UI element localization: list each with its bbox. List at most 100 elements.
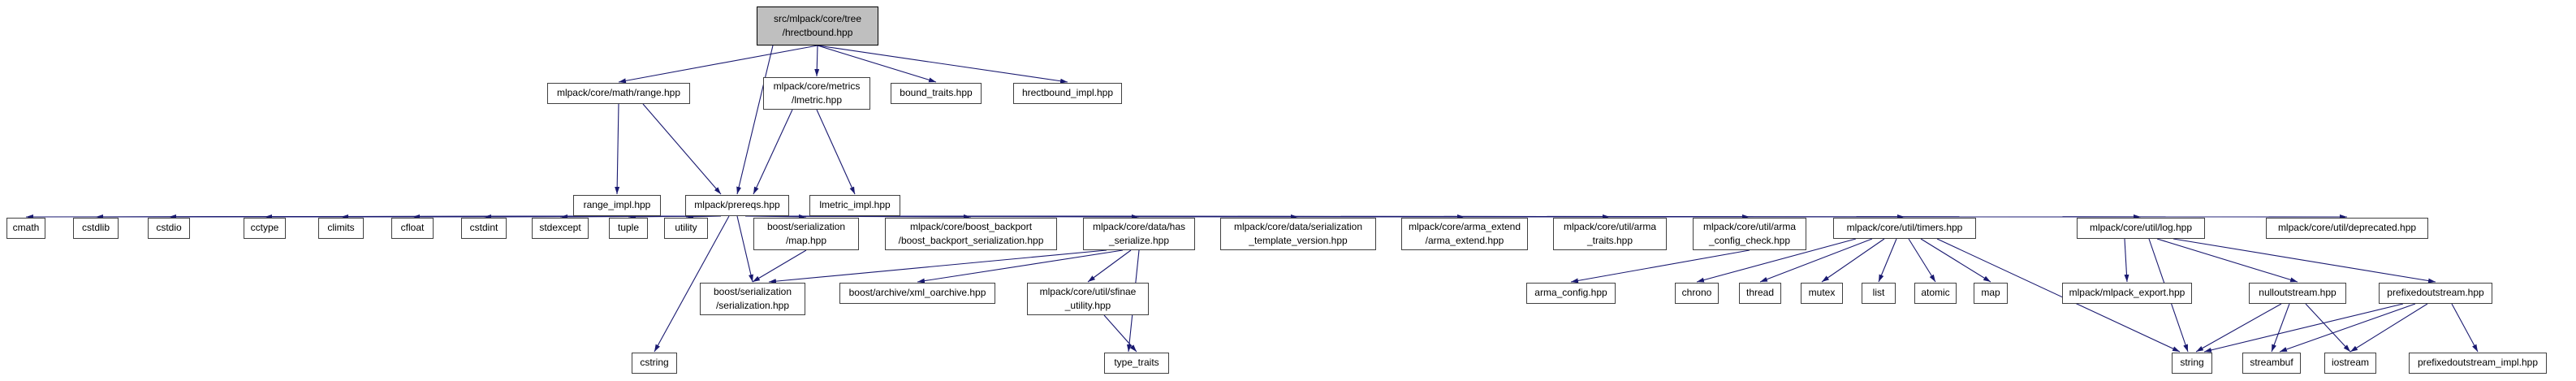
include-edge-timers-to-mutex [1821,238,1885,283]
graph-node-timers[interactable]: mlpack/core/util/timers.hpp [1833,218,1976,239]
graph-node-list: list [1862,283,1896,304]
graph-node-mlpack_export[interactable]: mlpack/mlpack_export.hpp [2062,283,2192,304]
graph-node-cstdio: cstdio [148,218,190,239]
node-label: hrectbound_impl.hpp [1021,87,1114,99]
include-edge-nulloutstream-to-iostream [2305,303,2351,353]
include-edge-hrectbound-to-bound_traits [817,45,937,83]
graph-node-cstdlib: cstdlib [73,218,119,239]
graph-node-has_serialize[interactable]: mlpack/core/data/has_serialize.hpp [1083,218,1195,250]
graph-node-tuple: tuple [609,218,648,239]
node-label: streambuf [2250,357,2293,369]
node-label: mlpack/core/arma_extend [1408,220,1521,232]
graph-node-prefixedoutstream_impl[interactable]: prefixedoutstream_impl.hpp [2409,353,2547,374]
node-label: _config_check.hpp [1708,235,1791,246]
node-label: cstring [640,357,669,369]
node-label: mlpack/mlpack_export.hpp [2069,287,2186,299]
graph-node-arma_config[interactable]: arma_config.hpp [1526,283,1616,304]
include-edge-range-to-range_impl [615,103,620,195]
graph-node-prefixedoutstream[interactable]: prefixedoutstream.hpp [2379,283,2492,304]
node-label: stdexcept [539,222,581,234]
node-label: mlpack/core/util/sfinae [1039,285,1137,297]
include-edge-prefixedoutstream-to-streambuf [2279,303,2416,353]
graph-node-arma_extend[interactable]: mlpack/core/arma_extend/arma_extend.hpp [1401,218,1528,250]
graph-node-prereqs[interactable]: mlpack/prereqs.hpp [685,195,789,216]
node-label: type_traits [1114,357,1159,369]
graph-node-ser_template[interactable]: mlpack/core/data/serialization_template_… [1220,218,1376,250]
graph-node-arma_traits[interactable]: mlpack/core/util/arma _traits.hpp [1553,218,1667,250]
graph-node-range[interactable]: mlpack/core/math/range.hpp [547,83,690,104]
include-edge-timers-to-string [1936,238,2181,353]
include-edge-hrectbound-to-range [618,45,818,84]
node-label: mlpack/core/math/range.hpp [556,87,681,99]
node-label: lmetric_impl.hpp [819,199,891,211]
include-edge-timers-to-chrono [1696,238,1857,283]
graph-node-lmetric[interactable]: mlpack/core/metrics/lmetric.hpp [763,77,870,110]
graph-node-hrectbound_impl[interactable]: hrectbound_impl.hpp [1013,83,1122,104]
graph-node-sfinae[interactable]: mlpack/core/util/sfinae_utility.hpp [1027,283,1149,315]
node-label: thread [1745,287,1775,299]
node-label: /lmetric.hpp [791,94,843,106]
include-edge-hrectbound-to-lmetric [814,45,820,77]
include-edge-has_serialize-to-boost_serialization [768,249,1107,284]
include-edge-prefixedoutstream-to-string [2203,303,2404,353]
include-edge-timers-to-map [1920,238,1991,283]
node-label: mlpack/core/data/serialization [1233,220,1363,232]
graph-node-stdexcept: stdexcept [532,218,589,239]
graph-node-nulloutstream[interactable]: nulloutstream.hpp [2249,283,2346,304]
node-label: _traits.hpp [1586,235,1633,246]
node-label: mlpack/core/util/arma [1563,220,1657,232]
graph-node-thread: thread [1739,283,1781,304]
include-edge-prereqs-to-boost_serialization [736,215,753,283]
include-edge-prereqs-to-cstring [654,215,730,353]
node-label: /serialization.hpp [715,300,790,311]
include-edge-log-to-nulloutstream [2156,238,2298,283]
node-label: cstdlib [81,222,110,234]
graph-node-utility: utility [664,218,708,239]
node-label: cmath [12,222,40,234]
graph-node-range_impl[interactable]: range_impl.hpp [573,195,661,216]
node-label: cstdint [469,222,498,234]
node-label: mlpack/core/util/timers.hpp [1846,222,1963,234]
node-label: mlpack/core/boost_backport [909,220,1033,232]
graph-node-arma_config_check[interactable]: mlpack/core/util/arma _config_check.hpp [1693,218,1806,250]
node-label: /boost_backport_serialization.hpp [898,235,1044,246]
include-edge-sfinae-to-type_traits [1103,314,1137,353]
node-label: boost/serialization [766,220,846,232]
graph-node-mutex: mutex [1801,283,1843,304]
node-label: mlpack/core/util/arma [1702,220,1797,232]
include-edge-nulloutstream-to-string [2195,303,2282,353]
node-label: mlpack/core/util/log.hpp [2089,222,2193,234]
include-edge-hrectbound-to-prereqs [736,45,774,195]
node-label: atomic [1921,287,1950,299]
graph-node-bound_traits[interactable]: bound_traits.hpp [891,83,982,104]
graph-node-deprecated[interactable]: mlpack/core/util/deprecated.hpp [2266,218,2428,239]
graph-node-chrono: chrono [1675,283,1719,304]
node-label: iostream [2331,357,2369,369]
node-label: /hrectbound.hpp [782,27,853,38]
node-label: arma_config.hpp [1534,287,1607,299]
graph-node-boost_backport[interactable]: mlpack/core/boost_backport/boost_backpor… [885,218,1057,250]
include-edge-arma_config_check-to-arma_config [1570,249,1750,284]
graph-node-log[interactable]: mlpack/core/util/log.hpp [2077,218,2205,239]
include-edge-prefixedoutstream-to-iostream [2349,303,2428,353]
node-label: mutex [1808,287,1836,299]
node-label: nulloutstream.hpp [2259,287,2337,299]
node-label: /map.hpp [785,235,827,246]
include-edge-range-to-prereqs [642,103,722,195]
node-label: cctype [250,222,279,234]
node-label: prefixedoutstream_impl.hpp [2417,357,2539,369]
node-label: mlpack/prereqs.hpp [694,199,780,211]
graph-node-lmetric_impl[interactable]: lmetric_impl.hpp [809,195,900,216]
node-label: chrono [1681,287,1712,299]
include-edge-timers-to-thread [1759,238,1873,283]
graph-node-type_traits: type_traits [1104,353,1169,374]
node-label: climits [327,222,355,234]
node-label: prefixedoutstream.hpp [2387,287,2484,299]
include-edge-boost_ser_map-to-boost_serialization [752,249,807,283]
graph-node-atomic: atomic [1914,283,1957,304]
include-edge-timers-to-atomic [1908,238,1936,283]
graph-node-streambuf: streambuf [2242,353,2301,374]
node-label: bound_traits.hpp [900,87,973,99]
include-edge-hrectbound-to-hrectbound_impl [817,45,1068,84]
